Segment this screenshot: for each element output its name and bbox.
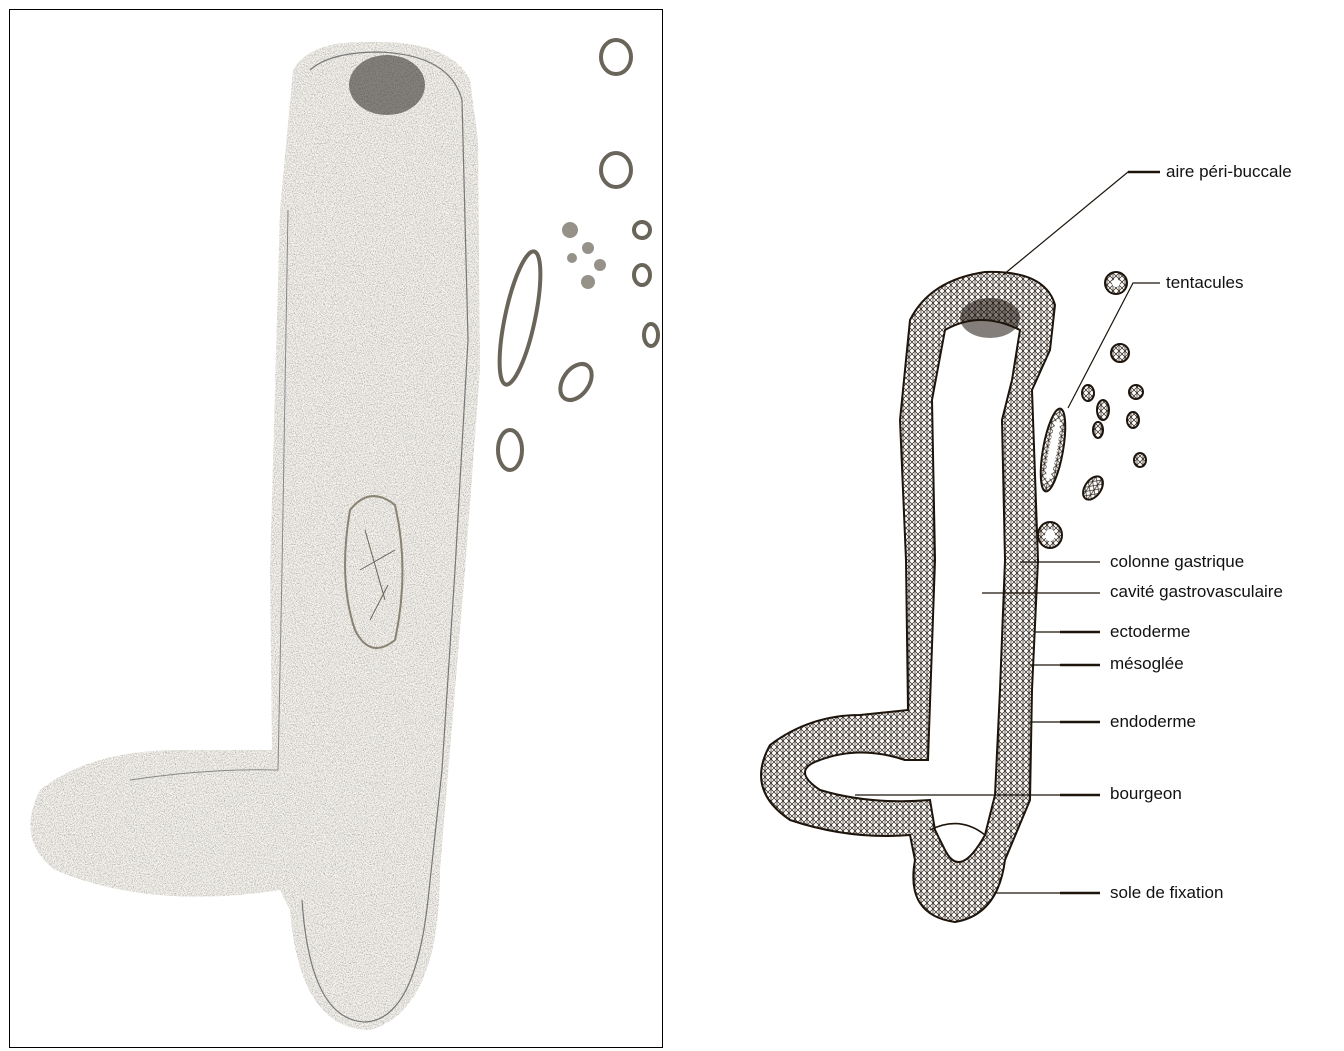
label-bourgeon: bourgeon [1110, 784, 1182, 804]
label-cavite-gastrovasculaire: cavité gastrovasculaire [1110, 582, 1283, 602]
label-aire-peri-buccale: aire péri-buccale [1166, 162, 1292, 182]
label-mesoglee: mésoglée [1110, 654, 1184, 674]
body-wall [761, 272, 1055, 922]
label-ectoderme: ectoderme [1110, 622, 1190, 642]
label-endoderme: endoderme [1110, 712, 1196, 732]
label-sole-de-fixation: sole de fixation [1110, 883, 1223, 903]
label-colonne-gastrique: colonne gastrique [1110, 552, 1244, 572]
label-tentacules: tentacules [1166, 273, 1244, 293]
